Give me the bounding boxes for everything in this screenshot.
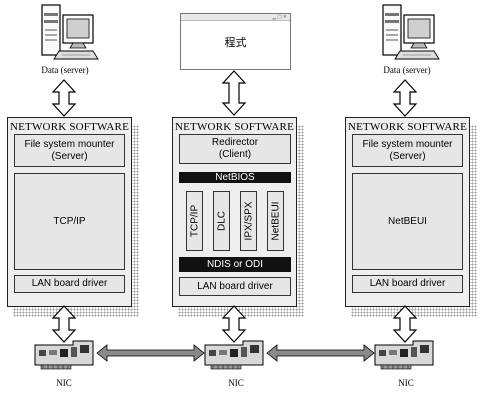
right-server-computer-icon bbox=[382, 4, 440, 60]
right-mounter-role: (Server) bbox=[389, 150, 426, 162]
redirector-box: Redirector (Client) bbox=[179, 134, 291, 164]
left-mounter-role: (Server) bbox=[51, 150, 88, 162]
ndis-odi-label: NDIS or ODI bbox=[206, 259, 264, 270]
left-file-system-mounter-box: File system mounter (Server) bbox=[14, 134, 125, 167]
right-nic-card-icon bbox=[374, 340, 434, 370]
center-driver-label: LAN board driver bbox=[197, 280, 273, 292]
left-nic-card-icon bbox=[34, 340, 94, 370]
redirector-label: Redirector bbox=[211, 137, 259, 148]
center-network-software-panel: NETWORK SOFTWARE Redirector (Client) Net… bbox=[172, 117, 297, 307]
protocol-tcpip-box bbox=[186, 191, 203, 251]
left-mounter-label: File system mounter bbox=[24, 138, 115, 150]
application-label: 程式 bbox=[224, 36, 247, 49]
application-window: ▁▢✕ 程式 bbox=[180, 13, 291, 70]
left-network-link-arrow-icon bbox=[96, 344, 205, 362]
right-netbeui-label: NetBEUI bbox=[388, 215, 427, 227]
right-bottom-vertical-arrow-icon bbox=[393, 305, 417, 343]
center-panel-header: NETWORK SOFTWARE bbox=[174, 121, 294, 133]
left-tcpip-label: TCP/IP bbox=[53, 215, 86, 227]
right-file-system-mounter-box: File system mounter (Server) bbox=[352, 134, 463, 167]
center-bottom-vertical-arrow-icon bbox=[222, 305, 246, 343]
protocol-ipxspx-box bbox=[240, 191, 257, 251]
protocol-dlc-box bbox=[213, 191, 230, 251]
center-lan-board-driver-box: LAN board driver bbox=[179, 277, 291, 296]
right-lan-board-driver-box: LAN board driver bbox=[352, 275, 463, 293]
right-driver-label: LAN board driver bbox=[369, 278, 446, 289]
left-tcpip-box: TCP/IP bbox=[14, 173, 125, 270]
center-nic-card-icon bbox=[204, 340, 264, 370]
right-nic-label: NIC bbox=[398, 378, 414, 388]
right-mounter-label: File system mounter bbox=[362, 138, 453, 150]
application-title-bar: ▁▢✕ bbox=[181, 14, 290, 21]
netbios-label: NetBIOS bbox=[215, 172, 255, 183]
left-bottom-vertical-arrow-icon bbox=[52, 305, 76, 343]
window-controls-icon: ▁▢✕ bbox=[272, 14, 288, 20]
left-server-data-label: Data (server) bbox=[41, 65, 89, 75]
center-top-vertical-arrow-icon bbox=[221, 70, 247, 116]
right-vertical-arrow-icon bbox=[393, 79, 417, 117]
netbios-bar: NetBIOS bbox=[179, 172, 291, 183]
ndis-odi-bar: NDIS or ODI bbox=[179, 257, 291, 272]
left-lan-board-driver-box: LAN board driver bbox=[14, 275, 125, 293]
left-vertical-arrow-icon bbox=[52, 79, 76, 117]
right-server-data-label: Data (server) bbox=[383, 65, 431, 75]
right-panel-header: NETWORK SOFTWARE bbox=[347, 121, 467, 133]
redirector-role: (Client) bbox=[218, 149, 252, 160]
left-panel-header: NETWORK SOFTWARE bbox=[9, 121, 129, 133]
left-network-software-panel: NETWORK SOFTWARE File system mounter (Se… bbox=[7, 117, 132, 307]
right-network-link-arrow-icon bbox=[266, 344, 375, 362]
center-nic-label: NIC bbox=[228, 378, 244, 388]
left-driver-label: LAN board driver bbox=[31, 278, 108, 289]
left-server-computer-icon bbox=[41, 4, 99, 60]
protocol-netbeui-box bbox=[267, 191, 284, 251]
right-netbeui-box: NetBEUI bbox=[352, 173, 463, 270]
left-nic-label: NIC bbox=[56, 378, 72, 388]
right-network-software-panel: NETWORK SOFTWARE File system mounter (Se… bbox=[345, 117, 470, 307]
